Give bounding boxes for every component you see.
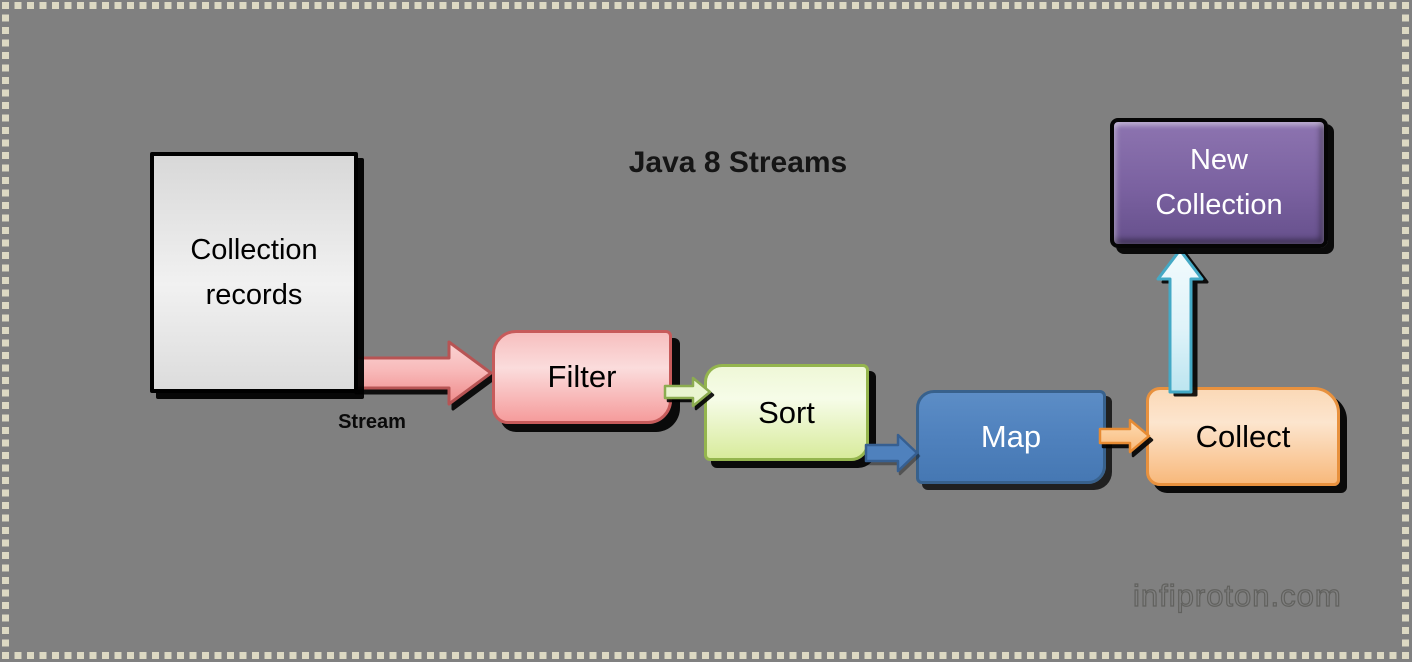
- node-label: Filter: [547, 359, 617, 394]
- node-collection-records: Collection records: [150, 152, 358, 393]
- node-label: Collection records: [190, 233, 318, 311]
- right-arrow-icon: [663, 376, 712, 408]
- right-arrow-icon: [350, 340, 493, 406]
- stream-arrow-label: Stream: [338, 411, 406, 433]
- arrow-collect-to-new-collection: [1155, 248, 1205, 394]
- dotted-border-right: [1402, 2, 1409, 659]
- arrow-filter-to-sort: [663, 376, 712, 408]
- node-collect: Collect: [1146, 387, 1340, 486]
- diagram-title: Java 8 Streams: [628, 146, 848, 179]
- node-label: New Collection: [1155, 144, 1283, 221]
- up-arrow-icon: [1156, 248, 1204, 394]
- arrow-sort-to-map: [864, 432, 919, 474]
- node-new-collection: New Collection: [1110, 118, 1328, 248]
- node-label: Sort: [758, 394, 815, 430]
- node-map: Map: [916, 390, 1106, 484]
- watermark: infiproton.com: [1132, 577, 1342, 613]
- node-sort: Sort: [704, 364, 869, 461]
- node-filter: Filter: [492, 330, 672, 424]
- right-arrow-icon: [864, 433, 919, 473]
- arrow-map-to-collect: [1098, 417, 1151, 455]
- dotted-border-top: [2, 2, 1410, 9]
- stream-arrow: [350, 339, 494, 407]
- dotted-border-left: [2, 2, 9, 659]
- right-arrow-icon: [1098, 418, 1151, 454]
- node-label: Collect: [1195, 418, 1291, 454]
- dotted-border-bottom: [2, 652, 1410, 659]
- node-label: Map: [980, 419, 1042, 454]
